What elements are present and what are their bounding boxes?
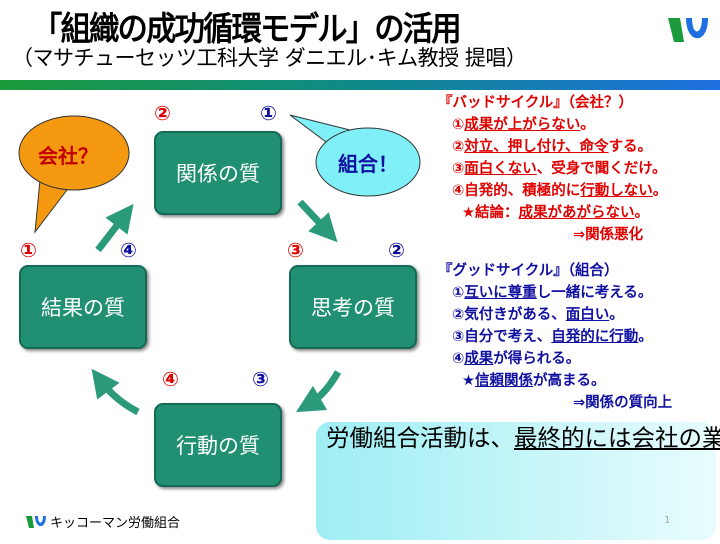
text-segment: 成果があがらない xyxy=(518,205,635,221)
text-segment: ① xyxy=(452,285,465,301)
text-line: 労働組合活動は、最終的には会社 xyxy=(326,424,679,452)
box-result-quality: 結果の質 xyxy=(19,265,147,349)
bad-cycle-conclusion: ⇒関係悪化 xyxy=(573,227,644,243)
arrow-action-to-result xyxy=(91,368,140,416)
box-thinking-quality: 思考の質 xyxy=(289,265,417,349)
text-segment: ④自発的、積極的に xyxy=(452,183,581,199)
union-bubble-label: 組合！ xyxy=(338,152,398,176)
text-line: ①成果が上がらない。 xyxy=(452,114,667,136)
good-cycle-conclusion: ⇒関係の質向上 xyxy=(573,395,673,411)
bad-step-1: ① xyxy=(20,238,37,262)
text-segment: 最終的には会社 xyxy=(514,424,679,452)
arrow-relation-to-thinking xyxy=(297,199,338,243)
summary-message: 労働組合活動は、最終的には会社の業績向上へと結びつき、そしてまたより良い関係へと… xyxy=(316,422,720,540)
text-line: ④自発的、積極的に行動しない。 xyxy=(452,180,667,202)
text-segment: 成果 xyxy=(464,351,494,367)
text-segment: 、受身で聞くだけ。 xyxy=(536,161,667,177)
footer-logo-icon xyxy=(26,515,46,528)
good-step-4: ④ xyxy=(120,238,137,262)
text-segment: 互いに尊重 xyxy=(464,285,537,301)
arrow-thinking-to-action xyxy=(295,370,342,413)
text-segment: ③自分で考え、 xyxy=(452,329,552,345)
company-bubble xyxy=(18,115,130,234)
text-segment: の業績向上へと結びつき、そして xyxy=(678,424,720,452)
text-line: ★結論：成果があがらない。 xyxy=(452,202,667,224)
text-segment: ④ xyxy=(452,351,465,367)
text-segment: 成果が上がらない xyxy=(464,117,581,133)
bad-cycle-heading: 『バッドサイクル』（会社？） xyxy=(438,95,634,111)
text-segment: ① xyxy=(452,117,465,133)
text-segment: 。 xyxy=(652,183,668,199)
box-relation-quality: 関係の質 xyxy=(154,131,282,215)
text-segment: 面白くない xyxy=(464,161,537,177)
bad-cycle-block: 『バッドサイクル』（会社？） ①成果が上がらない。②対立、押し付け、命令する。③… xyxy=(438,92,667,246)
cycle-diagram xyxy=(18,114,421,416)
text-line: ④成果が得られる。 xyxy=(452,348,672,370)
text-line: の業績向上へと結びつき、そして xyxy=(679,424,720,452)
footer-org-name: キッコーマン労働組合 xyxy=(50,516,181,531)
bad-step-2: ② xyxy=(154,101,171,125)
text-segment: 労働組合活動は、 xyxy=(326,424,514,452)
text-segment: 対立、押し付け、命令 xyxy=(464,139,609,155)
bad-step-4: ④ xyxy=(162,367,179,391)
text-segment: が得られる。 xyxy=(493,351,581,367)
slide-title: 「組織の成功循環モデル」の活用 xyxy=(32,9,462,48)
text-segment: が高まる。 xyxy=(533,373,606,389)
arrow-result-to-relation xyxy=(95,203,134,253)
text-segment: 行動しない xyxy=(580,183,653,199)
text-segment: 。 xyxy=(609,307,624,323)
text-segment: 。 xyxy=(580,117,595,133)
text-line: ★信頼関係が高まる。 xyxy=(452,370,672,392)
text-line: ②気付きがある、面白い。 xyxy=(452,304,672,326)
good-step-1: ① xyxy=(260,101,277,125)
text-line: ②対立、押し付け、命令する。 xyxy=(452,136,667,158)
text-segment: し一緒に考える。 xyxy=(536,285,653,301)
slide-subtitle: （マサチューセッツ工科大学 ダニエル･キム教授 提唱） xyxy=(12,46,527,70)
text-segment: ② xyxy=(452,139,465,155)
text-segment: ③ xyxy=(452,161,465,177)
box-action-quality: 行動の質 xyxy=(154,403,282,487)
union-logo-icon xyxy=(668,18,708,42)
text-segment: 。 xyxy=(634,205,650,221)
footer: キッコーマン労働組合 xyxy=(25,512,180,531)
page-number: 1 xyxy=(664,515,671,526)
good-cycle-block: 『グッドサイクル』（組合） ①互いに尊重し一緒に考える。②気付きがある、面白い。… xyxy=(438,260,672,414)
text-segment: ②気付きがある、 xyxy=(452,307,566,323)
good-step-3: ③ xyxy=(252,367,269,391)
company-bubble-label: 会社？ xyxy=(38,144,98,168)
text-segment: する。 xyxy=(608,139,653,155)
bad-step-3: ③ xyxy=(287,238,304,262)
text-segment: 。 xyxy=(638,329,653,345)
text-segment: ★結論： xyxy=(462,205,519,221)
gradient-divider xyxy=(0,80,720,90)
text-line: ③自分で考え、自発的に行動。 xyxy=(452,326,672,348)
text-line: ③面白くない、受身で聞くだけ。 xyxy=(452,158,667,180)
text-line: ①互いに尊重し一緒に考える。 xyxy=(452,282,672,304)
text-segment: 信頼関係 xyxy=(475,373,533,389)
union-bubble xyxy=(289,114,421,197)
text-segment: ★ xyxy=(462,373,475,389)
good-cycle-heading: 『グッドサイクル』（組合） xyxy=(438,263,619,279)
text-segment: 自発的に行動 xyxy=(551,329,639,345)
text-segment: 面白い xyxy=(565,307,610,323)
good-step-2: ② xyxy=(388,238,405,262)
